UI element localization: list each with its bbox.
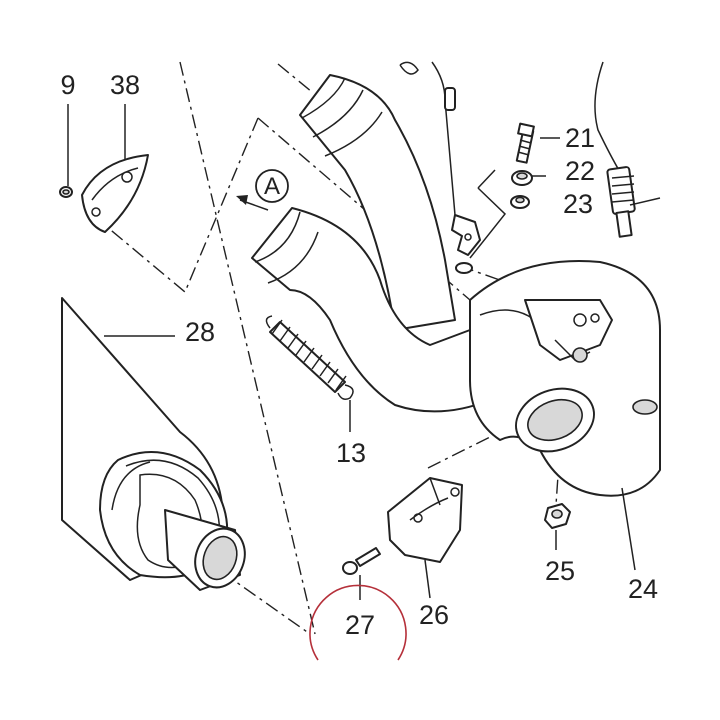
guide-line-muffler-outlet [221, 571, 311, 635]
view-marker-label: A [264, 173, 280, 200]
callout-24: 24 [628, 574, 658, 604]
screw-9 [59, 186, 73, 198]
callout-22: 22 [565, 156, 595, 186]
guide-line-heatguard [81, 117, 259, 294]
view-arrow-icon [236, 195, 248, 205]
washer-22 [511, 170, 533, 186]
view-marker-circle [255, 169, 289, 203]
mounting-bracket [524, 299, 613, 363]
cable-connector [399, 61, 481, 274]
washer-23 [510, 195, 530, 209]
heat-guard-38 [81, 154, 149, 233]
leader-23-b [477, 169, 496, 189]
bolt-21 [515, 122, 535, 164]
leader-23-a [469, 187, 507, 259]
guide-line-top [277, 63, 313, 93]
screw-27 [342, 547, 381, 575]
highlight-ring [309, 584, 407, 661]
callout-23: 23 [563, 189, 593, 219]
callout-26: 26 [419, 600, 449, 630]
view-marker-a: A [236, 169, 289, 205]
callout-labels: 9 38 21 22 23 28 13 25 24 27 26 [60, 70, 658, 640]
spring-13 [265, 315, 354, 400]
guide-line-left [179, 61, 316, 635]
lambda-sensor [594, 61, 661, 238]
callout-21: 21 [565, 123, 595, 153]
callout-13: 13 [336, 438, 366, 468]
heat-guard-26 [387, 477, 463, 563]
muffler-28 [61, 297, 246, 591]
leader-lines [67, 104, 636, 600]
callout-9: 9 [60, 70, 75, 100]
header-pipe-lower [251, 207, 491, 413]
callout-38: 38 [110, 70, 140, 100]
collector-pipe-24 [469, 260, 661, 497]
callout-28: 28 [185, 317, 215, 347]
nut-25 [544, 503, 571, 529]
callout-25: 25 [545, 556, 575, 586]
callout-27: 27 [345, 610, 375, 640]
header-pipe-upper [299, 74, 456, 331]
